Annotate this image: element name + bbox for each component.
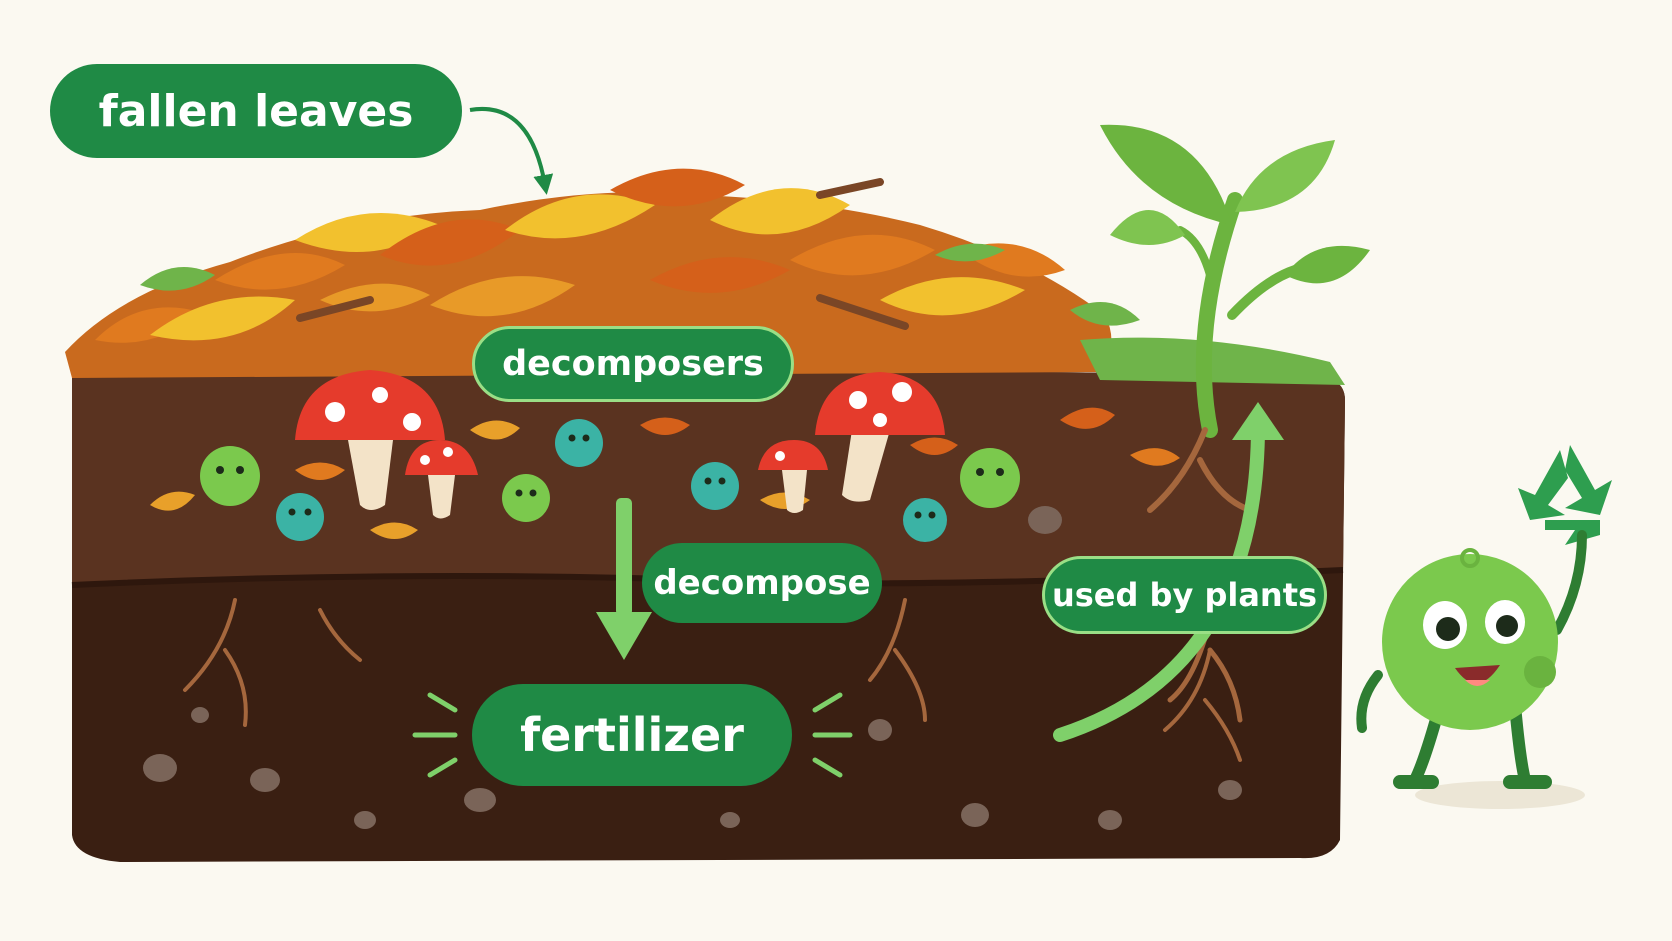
used-by-plants-label: used by plants bbox=[1042, 556, 1327, 634]
microbe-icon bbox=[200, 419, 1020, 542]
decomposers-label: decomposers bbox=[472, 326, 794, 402]
fallen-leaves-label: fallen leaves bbox=[50, 64, 462, 158]
recycle-icon bbox=[1518, 445, 1612, 545]
buried-leaves bbox=[150, 407, 1180, 539]
leaf-icon bbox=[95, 168, 1140, 343]
sprout-icon bbox=[1100, 124, 1370, 723]
fallen-leaves-arrow bbox=[469, 106, 554, 195]
mushroom-icon bbox=[295, 370, 945, 519]
fertilizer-burst bbox=[412, 692, 853, 778]
soil-pebbles bbox=[143, 506, 1242, 830]
mascot-icon bbox=[1356, 530, 1587, 809]
decompose-label: decompose bbox=[642, 543, 882, 623]
roots bbox=[183, 598, 1242, 762]
fertilizer-label: fertilizer bbox=[472, 684, 792, 786]
arrow-down-icon bbox=[596, 498, 652, 660]
leaf-pile bbox=[65, 106, 1345, 385]
